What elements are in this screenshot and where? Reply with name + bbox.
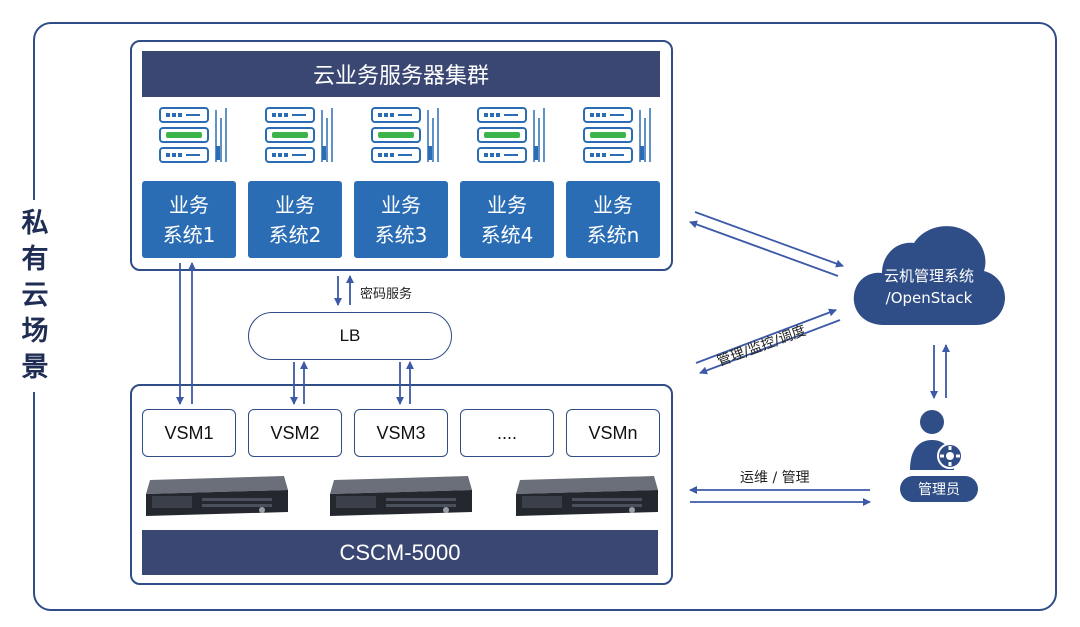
tile-line1: 业务 bbox=[381, 192, 421, 217]
business-system-tile: 业务 系统4 bbox=[460, 181, 554, 258]
tile-line1: 业务 bbox=[169, 192, 209, 217]
rack-server-device bbox=[326, 472, 476, 524]
cloud-line2: /OpenStack bbox=[885, 289, 973, 307]
crypto-service-label: 密码服务 bbox=[360, 287, 413, 302]
server-rack-icon bbox=[158, 104, 234, 176]
tile-line1: 业务 bbox=[487, 192, 527, 217]
cscm-title: CSCM-5000 bbox=[339, 539, 461, 565]
side-label-char: 私 bbox=[21, 208, 49, 239]
side-label-char: 景 bbox=[21, 352, 49, 383]
arrow-cscm-to-cloud bbox=[695, 308, 837, 364]
tile-line1: 业务 bbox=[593, 192, 633, 217]
tile-line2: 系统2 bbox=[268, 222, 322, 247]
lb-label: LB bbox=[339, 326, 361, 345]
business-system-tile: 业务 系统2 bbox=[248, 181, 342, 258]
side-label-private-cloud-scene: 私 有 云 场 景 bbox=[15, 200, 55, 392]
vsm-label: VSMn bbox=[588, 422, 638, 443]
tile-line2: 系统1 bbox=[162, 222, 216, 247]
server-rack-icon bbox=[370, 104, 446, 176]
tile-line2: 系统3 bbox=[374, 222, 428, 247]
rack-server-device bbox=[142, 472, 292, 524]
cscm-title-banner: CSCM-5000 bbox=[142, 530, 658, 575]
cluster-title-banner: 云业务服务器集群 bbox=[142, 51, 660, 97]
vsm-node: VSMn bbox=[566, 409, 660, 457]
tile-line1: 业务 bbox=[275, 192, 315, 217]
admin-label: 管理员 bbox=[918, 482, 960, 498]
vsm-node: VSM3 bbox=[354, 409, 448, 457]
cloud-management-label: 云机管理系统 /OpenStack bbox=[852, 265, 1006, 309]
side-label-char: 云 bbox=[21, 280, 49, 311]
cloud-line1: 云机管理系统 bbox=[883, 267, 974, 285]
arrow-cluster-to-cloud-a bbox=[689, 220, 839, 277]
vsm-node: VSM2 bbox=[248, 409, 342, 457]
vsm-node: .... bbox=[460, 409, 554, 457]
admin-badge: 管理员 bbox=[900, 476, 978, 502]
business-system-tile: 业务 系统n bbox=[566, 181, 660, 258]
arrow-cloud-to-cscm bbox=[699, 319, 841, 375]
server-rack-icon bbox=[582, 104, 658, 176]
rack-server-device bbox=[512, 472, 662, 524]
business-system-tile: 业务 系统3 bbox=[354, 181, 448, 258]
side-label-char: 场 bbox=[21, 316, 49, 347]
vsm-label: .... bbox=[496, 422, 517, 443]
cluster-title: 云业务服务器集群 bbox=[312, 64, 489, 89]
side-label-char: 有 bbox=[21, 244, 49, 275]
admin-user-gear-icon bbox=[910, 410, 963, 470]
arrow-cloud-to-cluster-a bbox=[694, 211, 844, 268]
tile-line2: 系统n bbox=[586, 222, 640, 247]
ops-management-label: 运维 / 管理 bbox=[740, 470, 810, 486]
vsm-label: VSM1 bbox=[164, 422, 214, 443]
vsm-node: VSM1 bbox=[142, 409, 236, 457]
cloud-icon bbox=[853, 226, 1006, 325]
load-balancer-node: LB bbox=[248, 312, 452, 360]
vsm-label: VSM3 bbox=[376, 422, 426, 443]
server-rack-icon bbox=[476, 104, 552, 176]
business-system-tile: 业务 系统1 bbox=[142, 181, 236, 258]
server-rack-icon bbox=[264, 104, 340, 176]
tile-line2: 系统4 bbox=[480, 222, 534, 247]
vsm-label: VSM2 bbox=[270, 422, 320, 443]
